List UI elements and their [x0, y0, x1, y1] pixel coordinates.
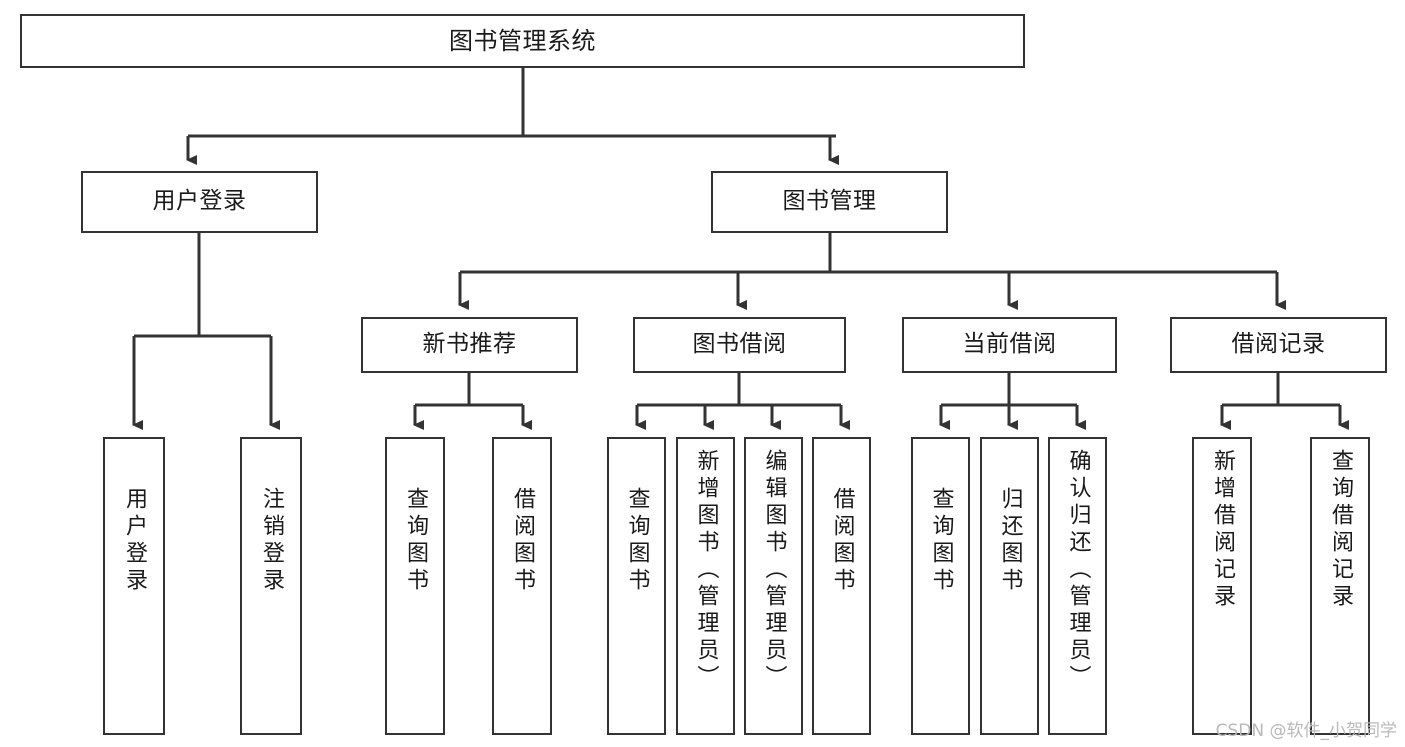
node-label: 用户登录 [122, 487, 147, 595]
node-label: 图书借阅 [692, 331, 787, 358]
leaf-confirm-return-admin[interactable]: 确认归还（管理员） [1048, 437, 1107, 735]
node-label: 用户登录 [152, 188, 247, 215]
node-label: 注销登录 [259, 487, 284, 595]
node-book-management[interactable]: 图书管理 [711, 171, 948, 233]
node-current-borrow[interactable]: 当前借阅 [902, 317, 1117, 373]
leaf-query-book-borrow[interactable]: 查询图书 [607, 437, 666, 735]
node-user-login[interactable]: 用户登录 [81, 171, 318, 233]
node-label: 借阅图书 [829, 487, 855, 595]
node-new-book-recommend[interactable]: 新书推荐 [361, 317, 578, 373]
leaf-return-book[interactable]: 归还图书 [980, 437, 1039, 735]
leaf-add-book-admin[interactable]: 新增图书（管理员） [676, 437, 735, 735]
node-book-borrow[interactable]: 图书借阅 [633, 317, 846, 373]
leaf-logout-login[interactable]: 注销登录 [240, 437, 302, 735]
leaf-borrow-book-recommend[interactable]: 借阅图书 [492, 437, 552, 735]
node-label: 查询借阅记录 [1328, 449, 1353, 611]
leaf-borrow-book-borrow[interactable]: 借阅图书 [812, 437, 871, 735]
node-label: 图书管理 [782, 188, 877, 215]
leaf-add-borrow-record[interactable]: 新增借阅记录 [1192, 437, 1252, 735]
leaf-user-login[interactable]: 用户登录 [103, 437, 165, 735]
node-label: 新增图书（管理员） [693, 449, 719, 692]
leaf-edit-book-admin[interactable]: 编辑图书（管理员） [744, 437, 803, 735]
leaf-query-borrow-record[interactable]: 查询借阅记录 [1310, 437, 1370, 735]
node-label: 借阅图书 [510, 487, 535, 595]
node-label: 图书管理系统 [449, 26, 596, 55]
node-label: 新增借阅记录 [1210, 449, 1235, 611]
node-label: 确认归还（管理员） [1065, 449, 1091, 692]
node-label: 新书推荐 [422, 331, 517, 358]
node-label: 归还图书 [997, 487, 1023, 595]
node-label: 查询图书 [928, 487, 954, 595]
node-label: 编辑图书（管理员） [761, 449, 787, 692]
leaf-query-book-current[interactable]: 查询图书 [911, 437, 970, 735]
node-root-system[interactable]: 图书管理系统 [20, 14, 1025, 68]
node-label: 借阅记录 [1231, 331, 1326, 358]
node-label: 当前借阅 [962, 331, 1057, 358]
node-label: 查询图书 [624, 487, 650, 595]
node-label: 查询图书 [403, 487, 428, 595]
node-borrow-record[interactable]: 借阅记录 [1170, 317, 1387, 373]
leaf-query-book-recommend[interactable]: 查询图书 [385, 437, 445, 735]
watermark-text: CSDN @软件_小贺同学 [1215, 721, 1397, 741]
